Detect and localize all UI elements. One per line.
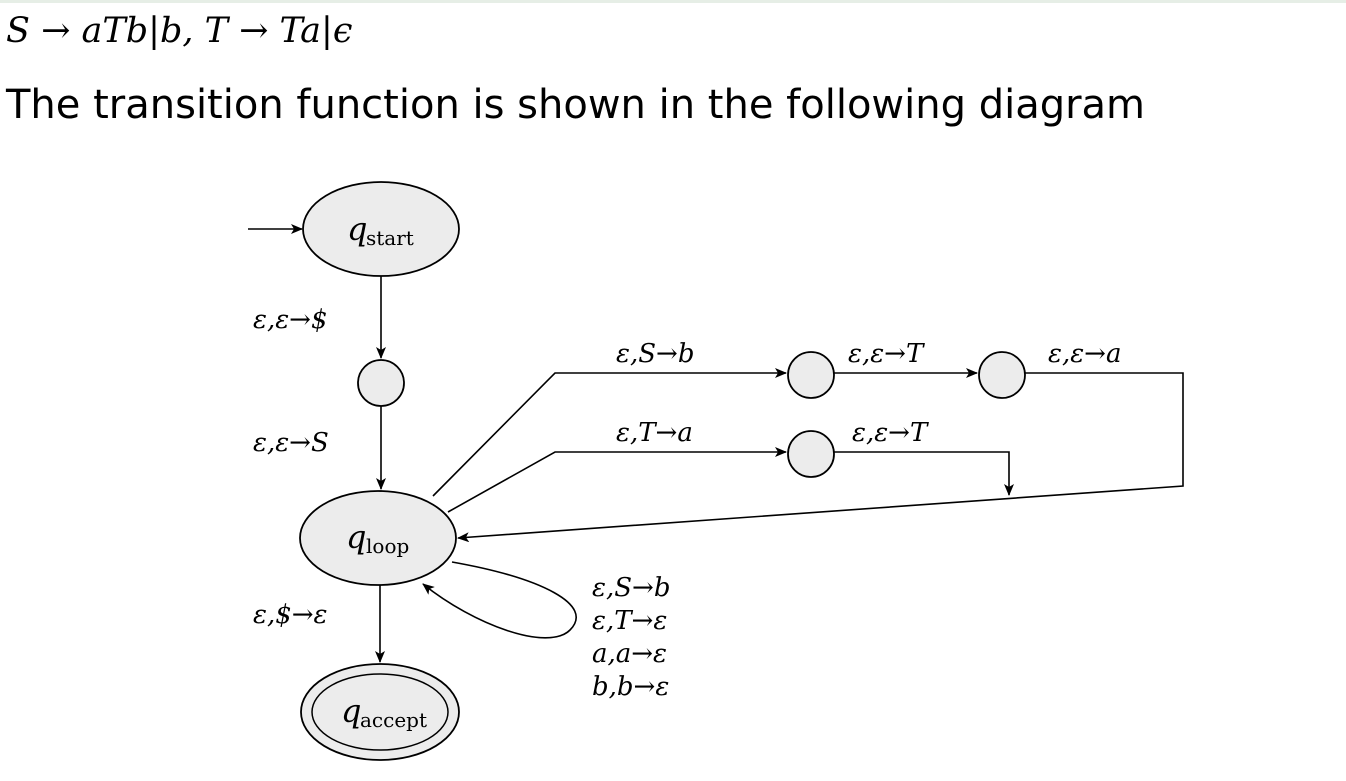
state-intermediate-1 [357,359,405,407]
state-start: q start [302,181,460,277]
edge-loop-to-mid-1 [447,447,787,513]
state-mid-1 [787,430,835,478]
state-accept-sub: accept [360,708,427,732]
state-loop: q loop [299,490,457,586]
state-start-sub: start [366,226,414,250]
label-top-branch-2: ε,ε→T [848,339,925,369]
label-self-loop: ε,S→b ε,T→ε a,a→ε b,b→ε [592,573,670,702]
grammar-rules: S → aTb|b, T → Ta|ϵ [6,11,353,51]
state-top-1 [787,351,835,399]
label-mid-to-loop: ε,ε→S [253,428,329,458]
state-start-q: q [347,210,367,248]
label-top-branch-1: ε,S→b [616,339,694,369]
intro-sentence: The transition function is shown in the … [6,82,1146,128]
label-self-loop-line-1: ε,S→b [592,573,670,603]
label-start-to-mid: ε,ε→$ [253,305,328,335]
label-self-loop-line-4: b,b→ε [592,672,669,702]
label-mid-branch-1: ε,T→a [616,418,693,448]
top-border [0,0,1346,3]
state-accept: q accept [300,663,460,761]
state-loop-q: q [346,518,366,556]
label-self-loop-line-3: a,a→ε [592,639,667,669]
state-accept-q: q [341,692,361,730]
label-loop-to-accept: ε,$→ε [253,600,328,630]
state-loop-sub: loop [366,534,409,558]
edge-loop-self [422,561,577,639]
state-top-2 [978,351,1026,399]
label-self-loop-line-2: ε,T→ε [592,606,667,636]
edge-top-2-to-loop [457,372,1184,543]
label-mid-branch-2: ε,ε→T [852,418,929,448]
edge-mid-1-to-loop [834,451,1014,496]
label-top-branch-3: ε,ε→a [1048,339,1121,369]
edge-loop-to-top-1 [432,368,787,497]
